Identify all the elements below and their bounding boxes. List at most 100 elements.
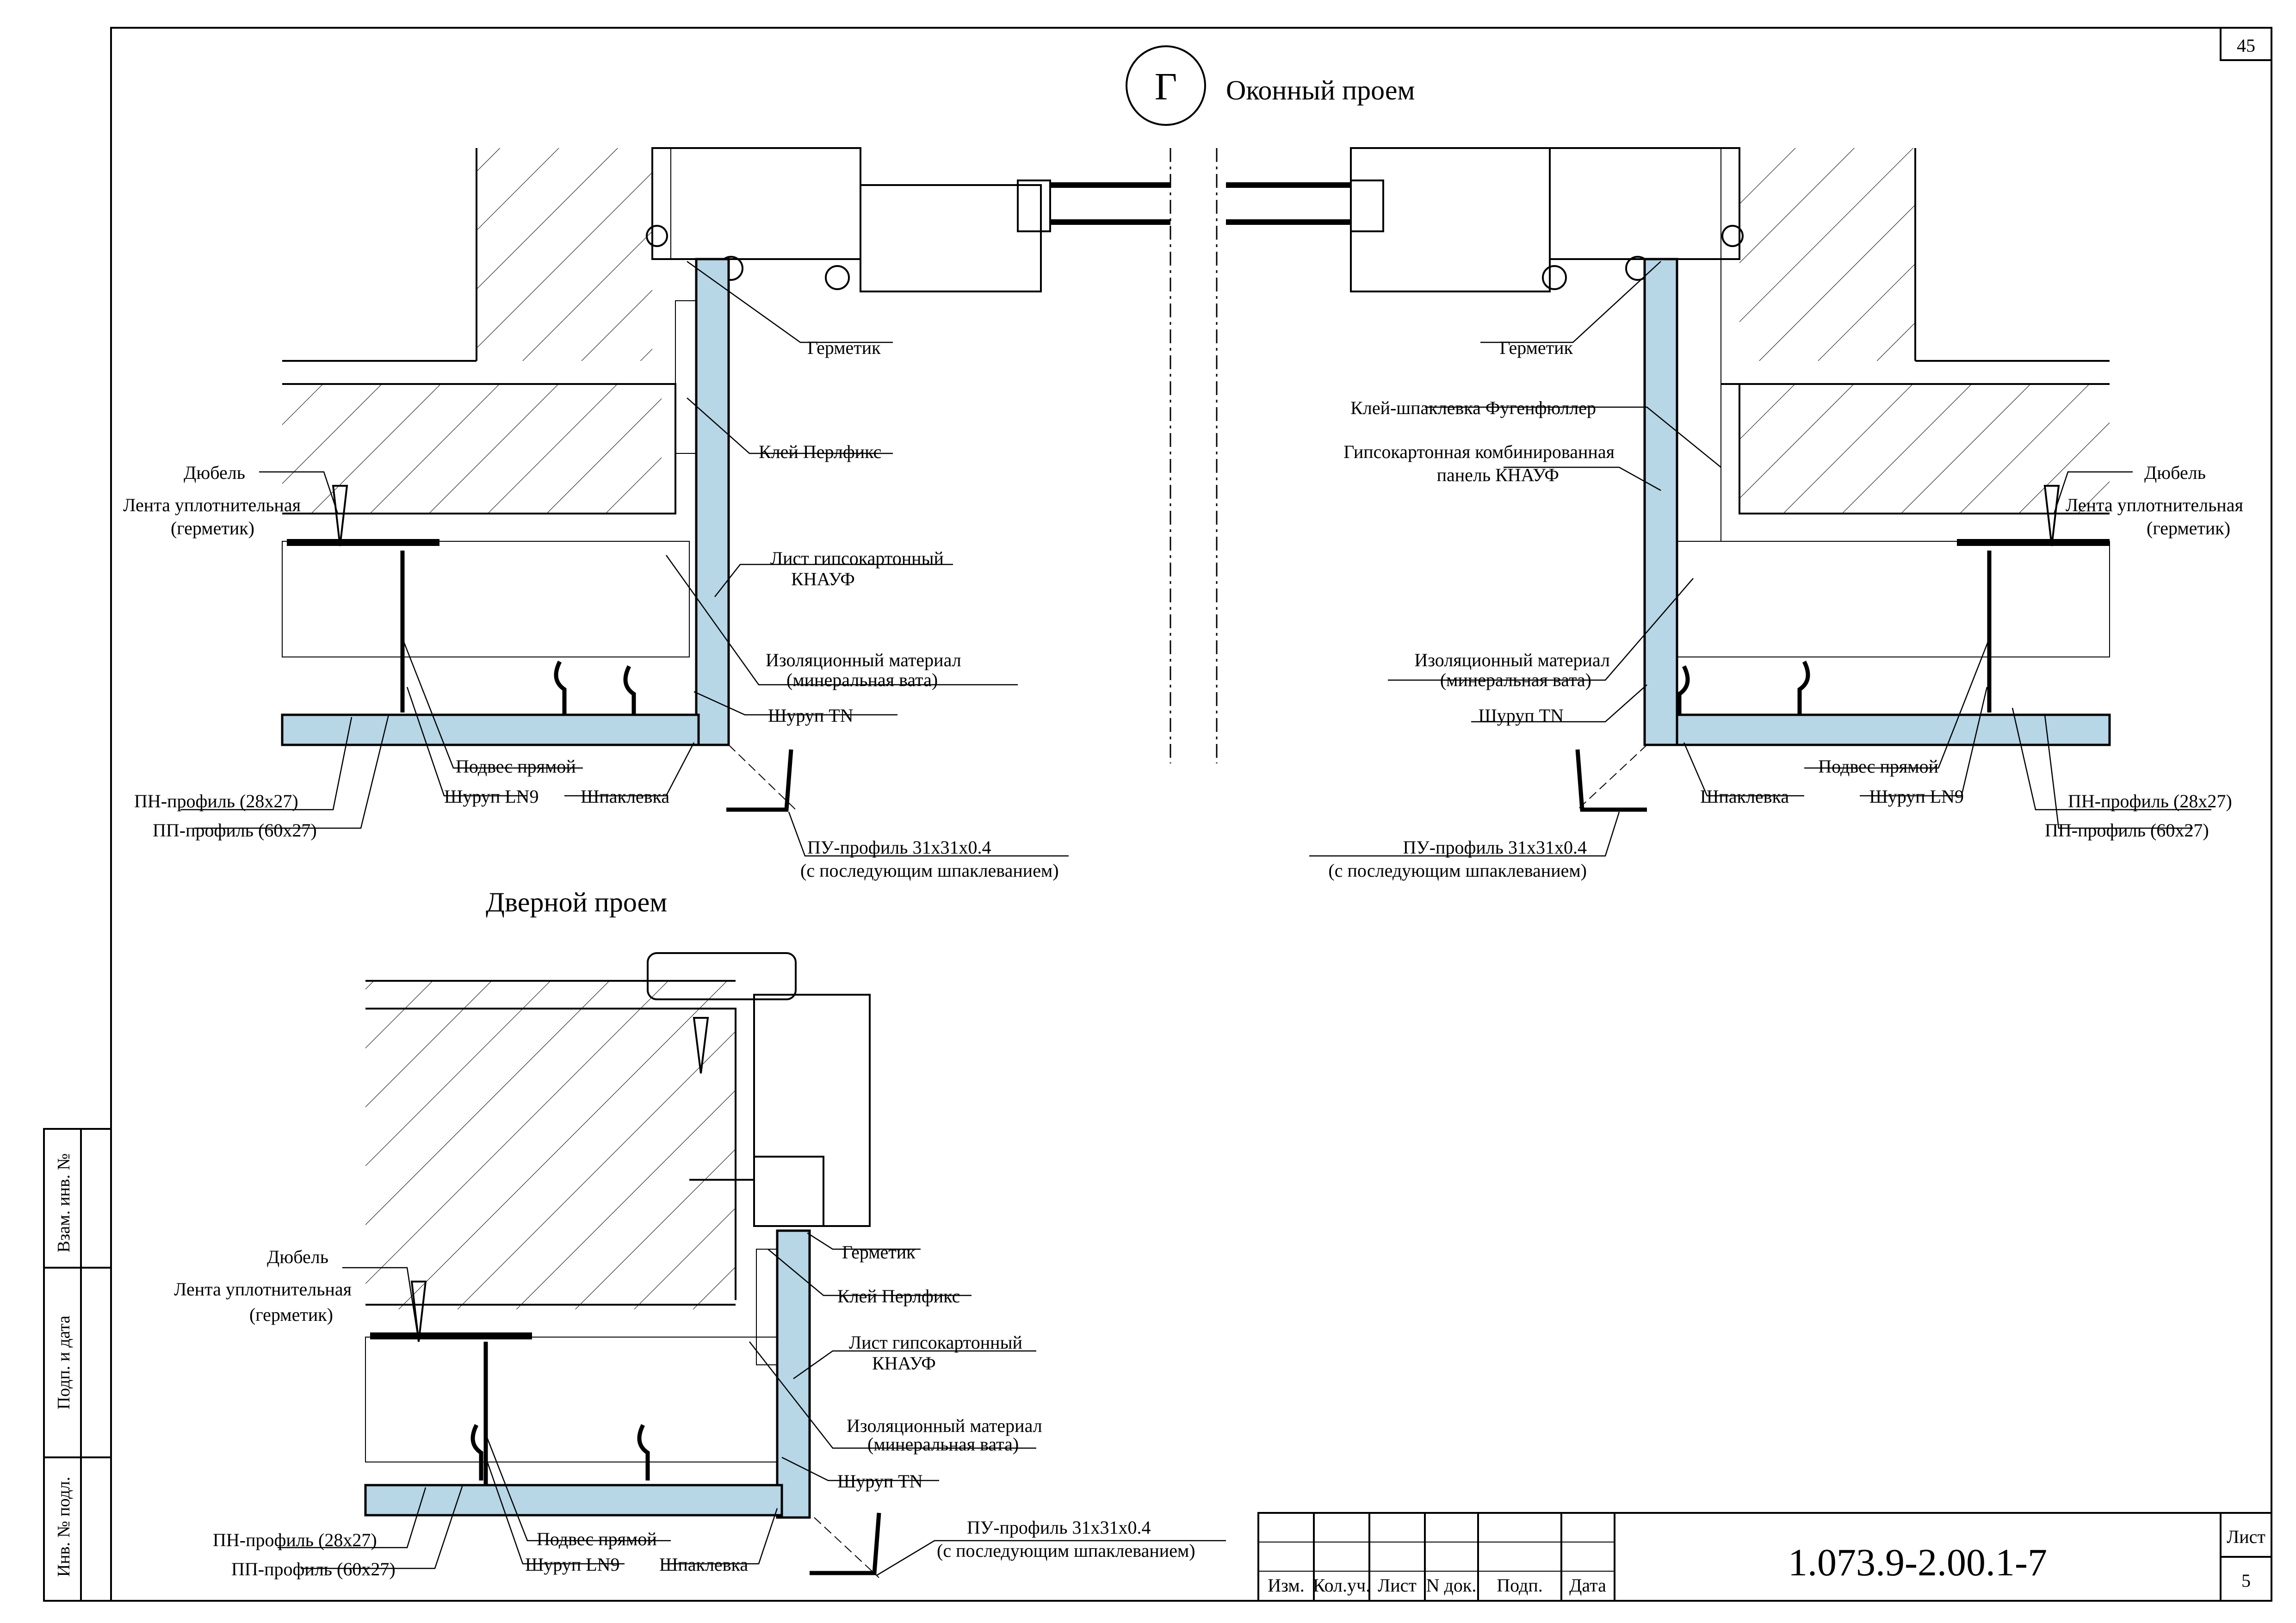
insulation-door <box>365 1337 778 1462</box>
window-frame-wood-right <box>1350 147 1551 292</box>
pu-profile-right <box>1575 749 1647 812</box>
title-window: Оконный проем <box>1226 75 1415 105</box>
wall-upper-right <box>1739 148 1915 361</box>
wr-pp-profil: ПП-профиль (60х27) <box>2045 820 2209 841</box>
wl-shurup-tn: Шуруп TN <box>768 705 854 726</box>
wr-shurup-tn: Шуруп TN <box>1478 705 1564 726</box>
gk-combined-panel <box>1643 258 1678 746</box>
sheet-frame <box>110 27 2272 1602</box>
dr-list-gk-1: Лист гипсокартонный <box>849 1332 1022 1353</box>
wl-pn-profil: ПН-профиль (28х27) <box>134 791 298 812</box>
window-right-detail: Герметик Клей-шпаклевка Фугенфюллер Гипс… <box>1216 147 2243 881</box>
dr-shurup-tn: Шуруп TN <box>837 1471 923 1492</box>
tb-col-list: Лист <box>1378 1575 1417 1596</box>
page-number: 45 <box>2237 35 2255 56</box>
dr-shurup-ln9: Шуруп LN9 <box>525 1554 620 1575</box>
dr-podves: Подвес прямой <box>537 1529 657 1549</box>
insulation-right <box>1677 541 2110 657</box>
gk-sheet-door-face <box>364 1484 783 1517</box>
panel-foam-layer <box>1677 259 1721 542</box>
stamp-inv-podl: Инв. № подл. <box>54 1477 74 1577</box>
wl-germetik: Герметик <box>807 337 881 358</box>
wl-shpaklevka: Шпаклевка <box>581 786 669 807</box>
wr-podves: Подвес прямой <box>1818 756 1938 777</box>
wl-pu-profil-2: (с последующим шпаклеванием) <box>800 860 1059 881</box>
tb-sheet-number: 5 <box>2241 1570 2251 1591</box>
wr-izol-2: (минеральная вата) <box>1440 669 1591 690</box>
dr-germetik: Герметик <box>842 1242 916 1263</box>
wr-dyubel: Дюбель <box>2144 462 2206 483</box>
section-marker: Г <box>1155 65 1177 108</box>
wr-shpaklevka: Шпаклевка <box>1700 786 1789 807</box>
wr-germetik: Герметик <box>1499 337 1573 358</box>
tb-col-koluch: Кол.уч. <box>1313 1575 1370 1596</box>
dr-lenta-2: (герметик) <box>249 1304 333 1325</box>
door-wall <box>365 981 736 1309</box>
title-door: Дверной проем <box>486 887 667 917</box>
tb-col-podp: Подп. <box>1497 1575 1543 1596</box>
window-sash-wood <box>860 184 1042 292</box>
side-stamp: Взам. инв. № Подп. и дата Инв. № подл. <box>43 1128 112 1602</box>
tb-sheet-label: Лист <box>2227 1526 2265 1547</box>
wl-shurup-ln9: Шуруп LN9 <box>444 786 539 807</box>
wl-podves: Подвес прямой <box>456 756 576 777</box>
wr-panel-1: Гипсокартонная комбинированная <box>1343 441 1615 462</box>
door-frame <box>753 994 871 1227</box>
dr-shpaklevka: Шпаклевка <box>659 1554 748 1575</box>
title-block: Изм. Кол.уч. Лист N док. Подп. Дата 1.07… <box>1257 1512 2272 1602</box>
wr-klei-shpaklevka: Клей-шпаклевка Фугенфюллер <box>1350 397 1596 418</box>
gk-sheet-face-left <box>281 713 700 746</box>
wr-pu-profil-1: ПУ-профиль 31х31х0.4 <box>1403 837 1587 858</box>
dr-klei-perlfiks: Клей Перлфикс <box>837 1286 960 1307</box>
dr-pp-profil: ПП-профиль (60х27) <box>231 1559 396 1580</box>
wl-dyubel: Дюбель <box>184 462 245 483</box>
wl-izol-1: Изоляционный материал <box>766 650 961 670</box>
dr-pu-profil-1: ПУ-профиль 31х31х0.4 <box>967 1517 1151 1538</box>
wl-lenta-1: Лента уплотнительная <box>123 495 301 515</box>
wl-list-gk-1: Лист гипсокартонный <box>770 548 944 569</box>
window-left-detail: Герметик Клей Перлфикс Дюбель Лента упло… <box>123 147 1171 881</box>
wl-pu-profil-1: ПУ-профиль 31х31х0.4 <box>807 837 991 858</box>
wr-pu-profil-2: (с последующим шпаклеванием) <box>1328 860 1587 881</box>
gk-sheet-jamb-left <box>695 258 730 746</box>
wl-pp-profil: ПП-профиль (60х27) <box>153 820 317 841</box>
wr-panel-2: панель КНАУФ <box>1437 465 1559 485</box>
gk-sheet-face-right <box>1676 713 2111 746</box>
wr-lenta-2: (герметик) <box>2147 518 2230 539</box>
tb-col-ndok: N док. <box>1426 1575 1477 1596</box>
tb-designation: 1.073.9-2.00.1-7 <box>1788 1541 2047 1584</box>
gk-sheet-door-jamb <box>776 1229 811 1519</box>
wall-main-right <box>1739 384 2110 514</box>
wr-lenta-1: Лента уплотнительная <box>2066 495 2243 515</box>
window-frame-wood <box>651 147 861 260</box>
stamp-podp-data: Подп. и дата <box>54 1315 74 1409</box>
wl-list-gk-2: КНАУФ <box>791 569 855 589</box>
sealant-cord <box>646 225 668 247</box>
dr-list-gk-2: КНАУФ <box>872 1353 936 1374</box>
dr-lenta-1: Лента уплотнительная <box>174 1279 352 1300</box>
section-marker-circle <box>1126 45 1206 126</box>
dr-pu-profil-2: (с последующим шпаклеванием) <box>937 1540 1195 1561</box>
dr-pn-profil: ПН-профиль (28х27) <box>213 1530 377 1550</box>
tb-col-izm: Изм. <box>1268 1575 1304 1596</box>
wr-shurup-ln9: Шуруп LN9 <box>1869 786 1964 807</box>
insulation-left <box>282 541 690 657</box>
dr-izol-1: Изоляционный материал <box>847 1415 1042 1436</box>
page-number-box <box>2220 27 2272 61</box>
door-detail: Герметик Клей Перлфикс Дюбель Лента упло… <box>174 952 1226 1580</box>
dr-izol-2: (минеральная вата) <box>867 1434 1019 1455</box>
wall-main-left <box>282 384 662 514</box>
pu-profile-left <box>726 749 793 812</box>
pu-profile-door <box>810 1512 881 1575</box>
stamp-vzam: Взам. инв. № <box>54 1153 74 1252</box>
wl-izol-2: (минеральная вата) <box>786 669 938 690</box>
dr-dyubel: Дюбель <box>267 1246 328 1267</box>
dowel-left <box>332 485 348 546</box>
wr-izol-1: Изоляционный материал <box>1414 650 1610 670</box>
wall-upper-left <box>477 148 652 361</box>
tb-col-data: Дата <box>1569 1575 1606 1596</box>
wl-lenta-2: (герметик) <box>171 518 254 539</box>
wr-pn-profil: ПН-профиль (28х27) <box>2068 791 2232 812</box>
wl-klei-perlfiks: Клей Перлфикс <box>759 441 881 462</box>
